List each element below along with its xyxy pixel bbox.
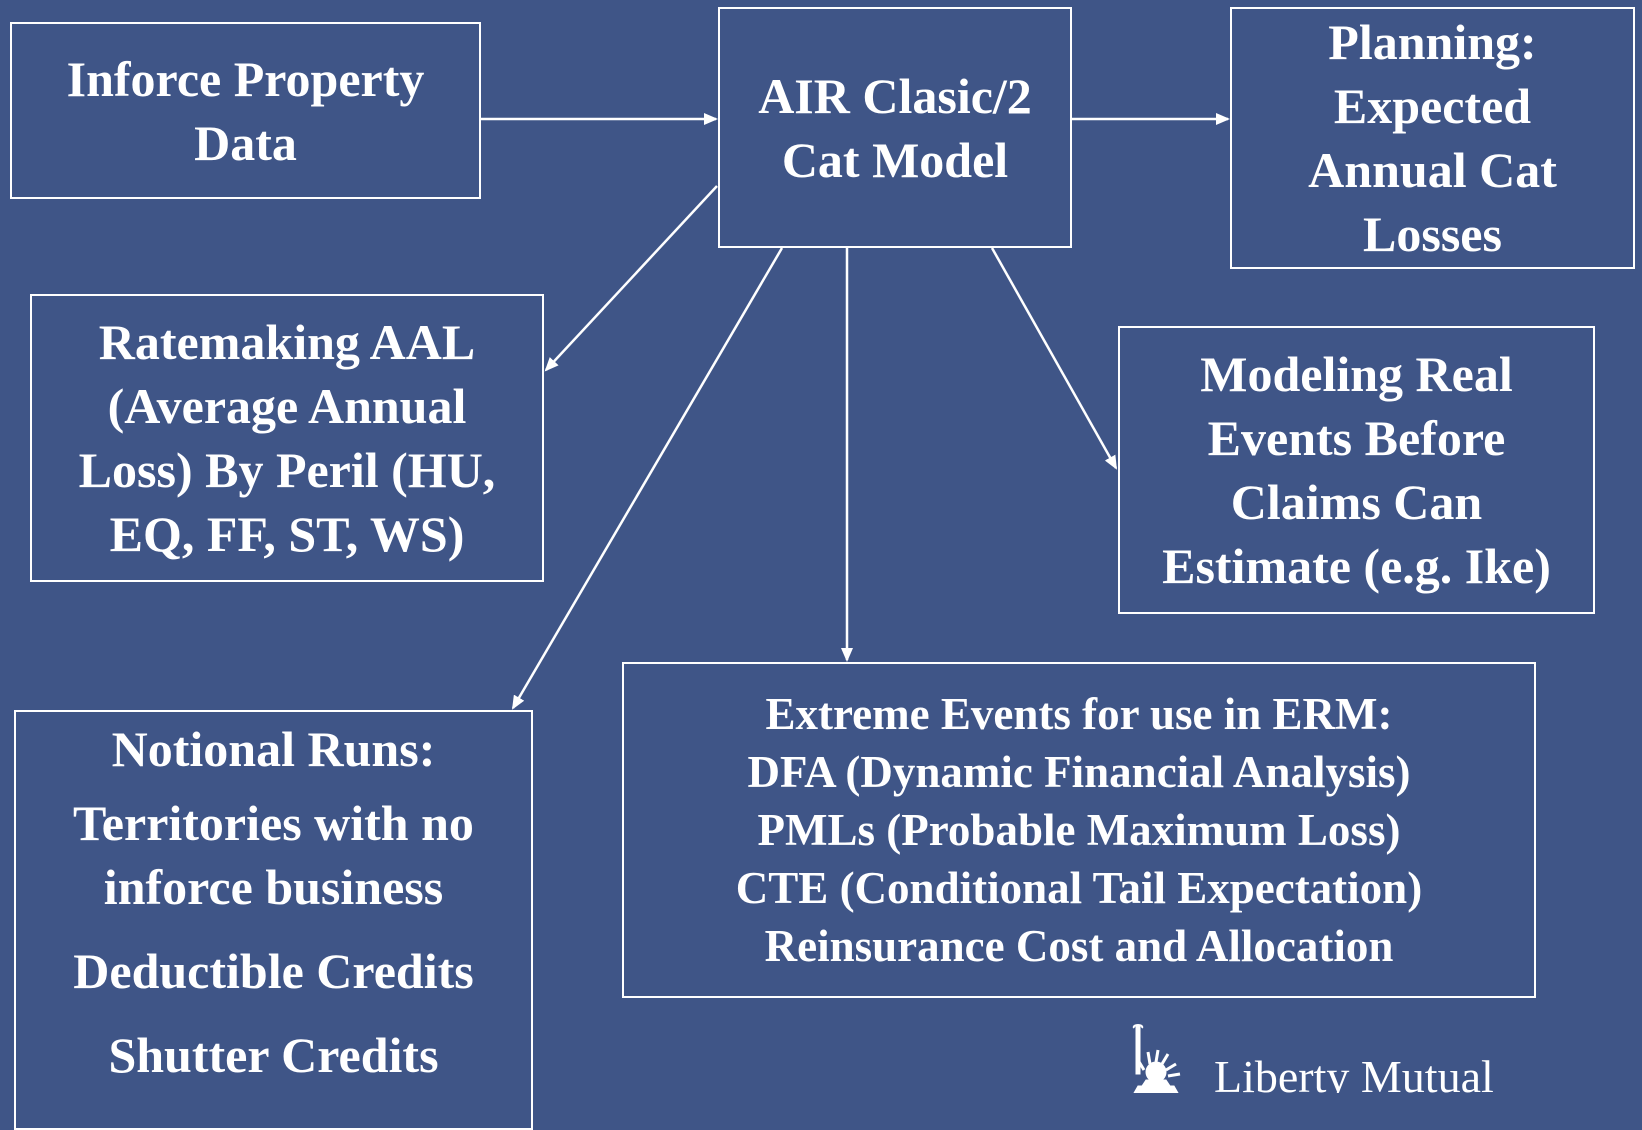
- node-line: DFA (Dynamic Financial Analysis): [747, 747, 1411, 797]
- node-air-cat-model: AIR Clasic/2 Cat Model: [718, 7, 1072, 248]
- node-planning: Planning: Expected Annual Cat Losses: [1230, 7, 1635, 269]
- logo-text: Liberty Mutual: [1214, 1051, 1494, 1093]
- node-line: Deductible Credits: [73, 943, 474, 999]
- node-line: Expected: [1333, 78, 1532, 134]
- node-line: inforce business: [103, 859, 444, 915]
- node-line: Extreme Events for use in ERM:: [765, 689, 1393, 739]
- node-line: (Average Annual: [107, 378, 467, 434]
- node-line: Events Before: [1207, 410, 1506, 466]
- node-ratemaking-aal: Ratemaking AAL (Average Annual Loss) By …: [30, 294, 544, 582]
- node-inforce-property-data: Inforce Property Data: [10, 22, 481, 199]
- node-line: Modeling Real: [1200, 346, 1513, 402]
- connector-arrows: [481, 113, 1230, 710]
- node-modeling-real-events: Modeling Real Events Before Claims Can E…: [1118, 326, 1595, 614]
- arrow-air-to-ratemaking: [544, 185, 718, 372]
- node-line: Planning:: [1328, 14, 1537, 70]
- node-notional-runs: Notional Runs: Territories with no infor…: [14, 710, 533, 1130]
- node-line: Loss) By Peril (HU,: [78, 442, 496, 498]
- node-line: Ratemaking AAL: [98, 314, 476, 370]
- node-line: Annual Cat: [1308, 142, 1557, 198]
- liberty-mutual-logo: Liberty Mutual: [1118, 1024, 1638, 1093]
- node-line: PMLs (Probable Maximum Loss): [757, 805, 1401, 855]
- node-line: Cat Model: [781, 131, 1009, 188]
- statue-of-liberty-icon: [1132, 1024, 1181, 1093]
- node-line: Claims Can: [1230, 474, 1483, 530]
- node-line: EQ, FF, ST, WS): [109, 506, 465, 562]
- arrow-air-to-notional: [511, 247, 784, 710]
- arrow-air-to-modeling: [990, 247, 1118, 470]
- node-line: Shutter Credits: [108, 1027, 439, 1083]
- node-line: Reinsurance Cost and Allocation: [764, 921, 1394, 971]
- node-line: CTE (Conditional Tail Expectation): [735, 863, 1423, 913]
- node-line: Territories with no: [73, 795, 474, 851]
- node-extreme-events: Extreme Events for use in ERM: DFA (Dyna…: [622, 662, 1536, 998]
- node-line: Inforce Property: [66, 50, 425, 107]
- node-line: Losses: [1363, 206, 1502, 262]
- node-line: Data: [194, 114, 297, 171]
- node-line: Notional Runs:: [111, 721, 436, 777]
- node-line: Estimate (e.g. Ike): [1162, 538, 1551, 594]
- node-line: AIR Clasic/2: [758, 67, 1032, 124]
